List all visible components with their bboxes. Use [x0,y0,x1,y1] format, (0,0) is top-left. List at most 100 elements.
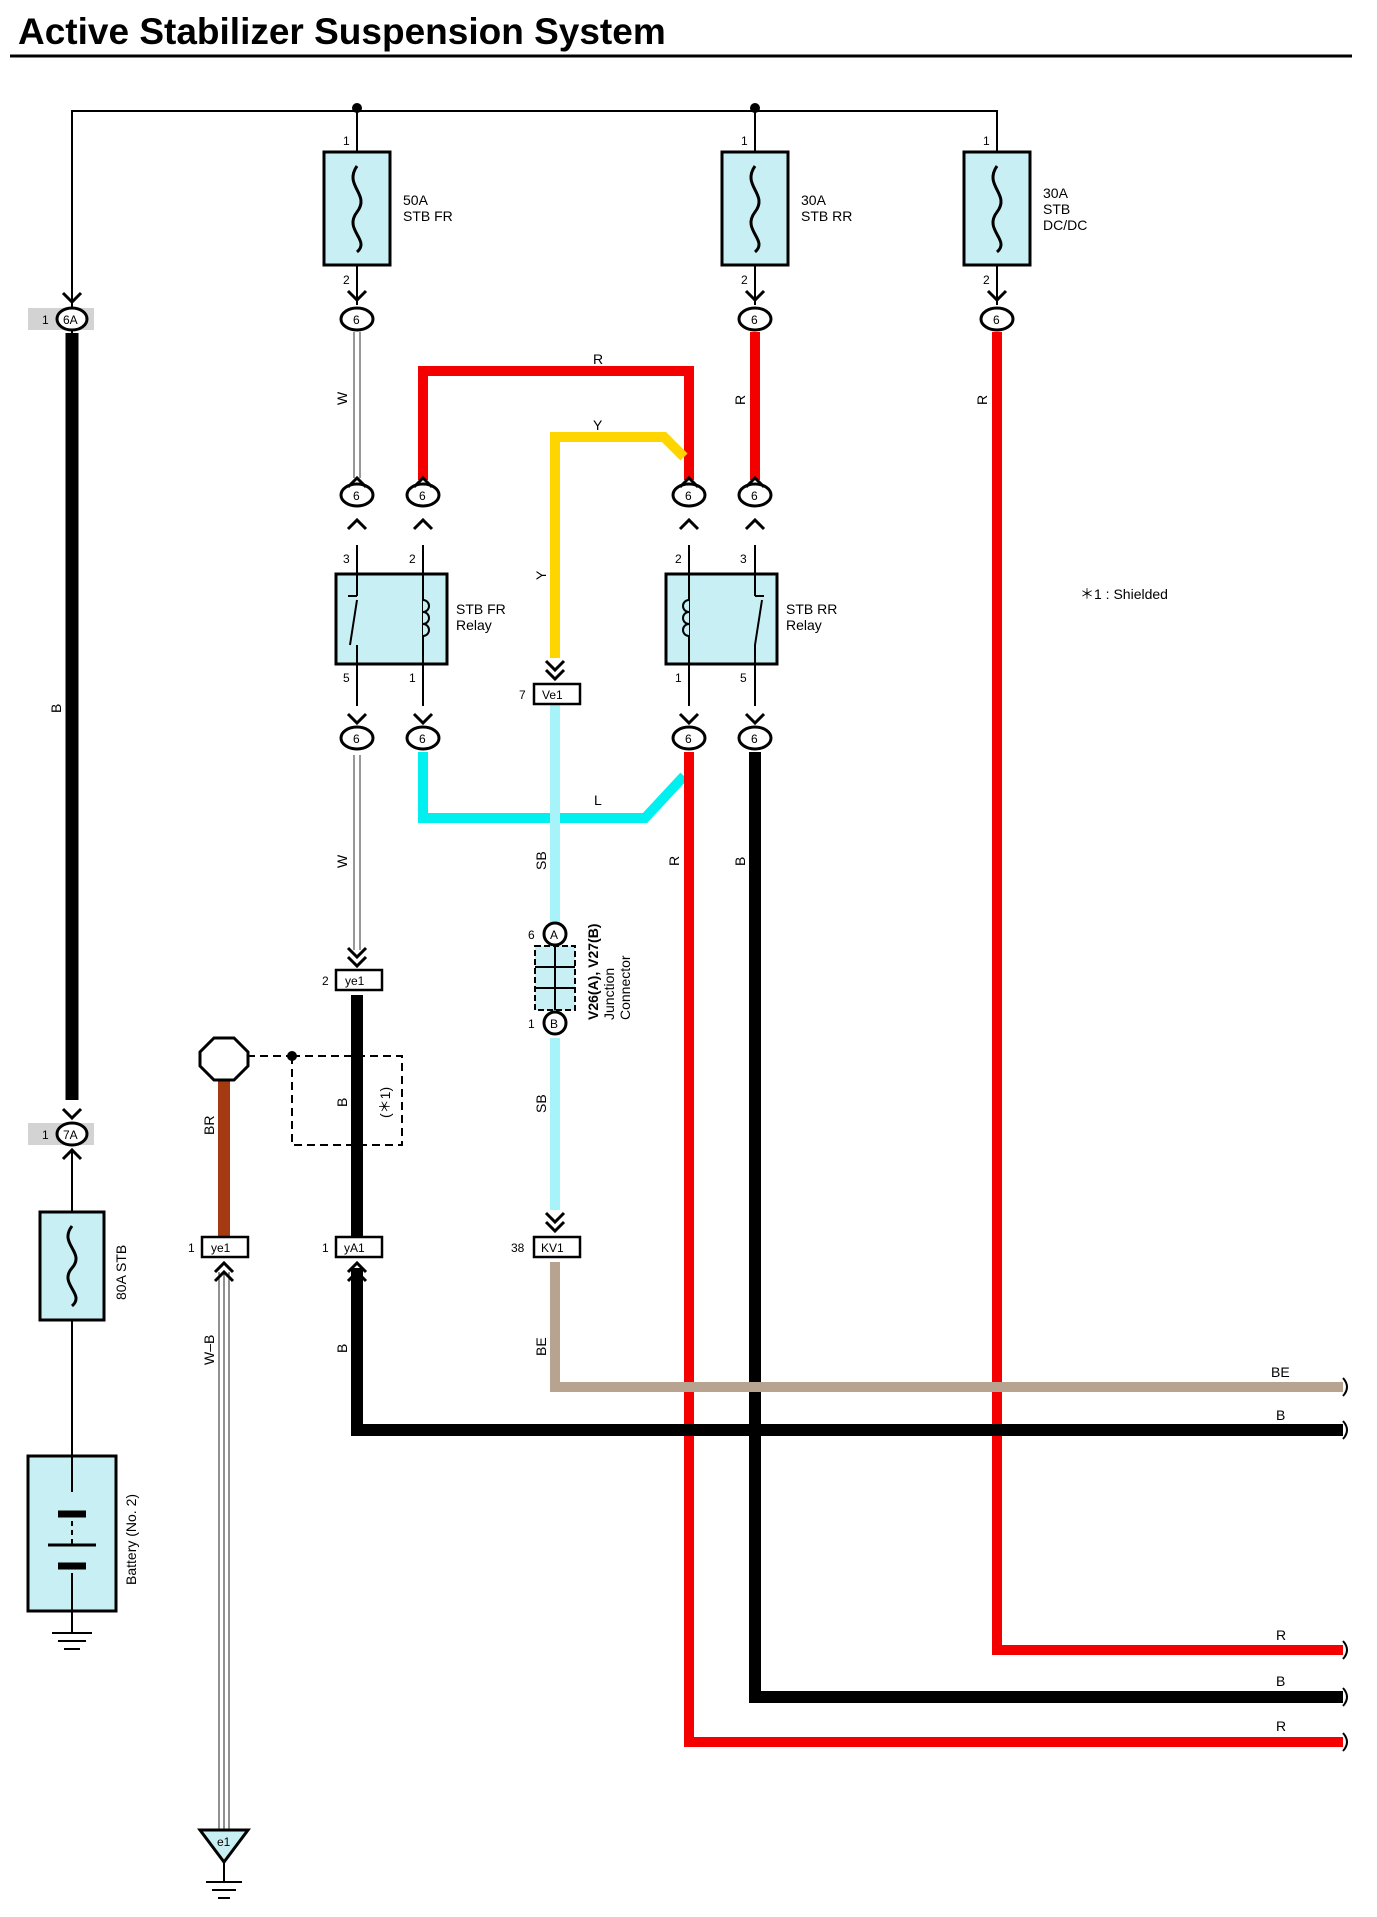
continuation-marks [1342,1377,1348,1752]
oval-connector-6: 6 [737,306,773,332]
red-wire-dcdc [992,332,1343,1655]
oval-connector-6: 6 [405,482,441,508]
svg-text:W: W [334,391,350,405]
svg-text:1: 1 [42,1128,49,1142]
connector-6a: 1 6A [28,306,94,332]
wires [65,103,1348,1830]
arrow-chevron [61,291,83,305]
svg-text:B: B [550,1017,558,1031]
cyan-wire-l [418,752,688,823]
fuse-stb-dcdc: 30A STB DC/DC 1 2 [962,134,1087,287]
oval-connector-6: 6 [339,482,375,508]
arrow-chevron [346,1269,368,1283]
svg-text:6: 6 [751,489,758,503]
bus-junction-dot [352,103,362,113]
arrow-chevron [346,517,368,531]
oval-connector-6: 6 [339,725,375,751]
fuse-stb-rr: 30A STB RR 1 2 [720,134,852,287]
svg-text:B: B [732,857,748,866]
connector-kv1: KV1 38 [511,1235,582,1259]
arrow-chevron [412,712,434,726]
svg-text:KV1: KV1 [541,1241,564,1255]
svg-text:2: 2 [322,974,329,988]
svg-text:6: 6 [751,732,758,746]
junction-connector: A B 6 1 V26(A), V27(B) Junction Connecto… [528,921,633,1036]
svg-text:6A: 6A [63,313,78,327]
svg-text:ye1: ye1 [345,974,365,988]
arrow-chevron [346,289,368,303]
arrow-chevron [213,1260,235,1274]
svg-text:Relay: Relay [786,617,822,633]
arrow-chevron [744,517,766,531]
arrow-chevron [544,659,566,673]
svg-text:3: 3 [343,552,350,566]
connector-ye1-left: ye1 1 [188,1235,250,1259]
arrow-chevron [986,289,1008,303]
fuse-stb-fr: 50A STB FR 1 2 [322,134,453,287]
shielded-note: ＊1 : Shielded [1080,586,1168,602]
arrow-chevron [412,475,434,489]
svg-text:2: 2 [983,273,990,287]
svg-text:yA1: yA1 [344,1241,365,1255]
svg-text:6: 6 [993,313,1000,327]
svg-text:6: 6 [419,489,426,503]
oval-connector-6: 6 [737,482,773,508]
arrow-chevron [678,475,700,489]
svg-text:7A: 7A [63,1128,78,1142]
arrow-chevron [678,517,700,531]
svg-text:R: R [1276,1627,1286,1643]
svg-text:1: 1 [409,671,416,685]
arrow-chevron [61,1107,83,1121]
svg-text:5: 5 [740,671,747,685]
svg-text:B: B [334,1098,350,1107]
arrow-chevron [678,712,700,726]
arrow-chevron [744,475,766,489]
svg-text:B: B [334,1344,350,1353]
svg-text:SB: SB [533,1094,549,1113]
black-wire-ya1 [351,1268,1343,1436]
svg-text:L: L [594,792,602,808]
svg-text:SB: SB [533,851,549,870]
battery-no2: Battery (No. 2) [26,1454,139,1650]
svg-text:80A STB: 80A STB [113,1245,129,1300]
red-wire-loop [418,366,694,480]
svg-text:Junction: Junction [601,968,617,1020]
ground-e1: e1 [197,1828,251,1899]
svg-text:1: 1 [343,134,350,148]
svg-text:W: W [334,854,350,868]
svg-text:3: 3 [740,552,747,566]
svg-text:Connector: Connector [617,955,633,1020]
oval-connector-6: 6 [737,725,773,751]
svg-text:1: 1 [741,134,748,148]
svg-text:B: B [1276,1673,1285,1689]
svg-text:BE: BE [1271,1364,1290,1380]
fuse-80a-stb: 80A STB [38,1210,129,1322]
svg-text:R: R [974,395,990,405]
svg-text:DC/DC: DC/DC [1043,217,1087,233]
connector-ye1-top: ye1 2 [322,968,384,992]
svg-text:38: 38 [511,1241,525,1255]
svg-text:1: 1 [188,1241,195,1255]
svg-text:6: 6 [353,489,360,503]
svg-text:A: A [550,928,558,942]
svg-text:5: 5 [343,671,350,685]
arrow-chevron [544,1220,566,1234]
wire-labels: W R Y Y R R B L W SB R B BR B (＊1) SB W–… [48,351,1290,1734]
oval-connector-6: 6 [405,725,441,751]
svg-text:W–B: W–B [201,1335,217,1365]
red-wire-lower [684,752,1343,1747]
svg-text:BR: BR [201,1116,217,1135]
svg-text:1: 1 [983,134,990,148]
svg-text:50A: 50A [403,192,429,208]
svg-text:1: 1 [675,671,682,685]
svg-text:R: R [666,856,682,866]
svg-text:2: 2 [675,552,682,566]
svg-text:Y: Y [593,417,603,433]
arrow-chevron [412,517,434,531]
oval-connector-6: 6 [671,482,707,508]
svg-text:STB FR: STB FR [403,208,453,224]
svg-text:Relay: Relay [456,617,492,633]
svg-text:6: 6 [528,928,535,942]
svg-text:R: R [732,395,748,405]
